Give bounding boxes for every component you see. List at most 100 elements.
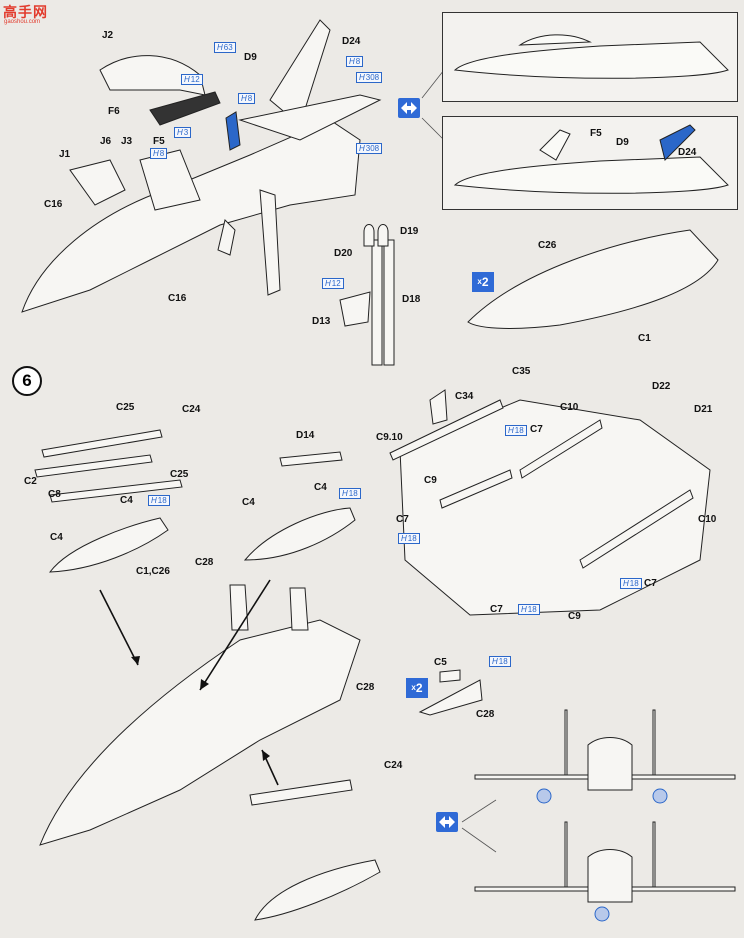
hbox-18-f: H18 bbox=[620, 578, 642, 589]
panel-label-D9: D9 bbox=[616, 137, 629, 148]
label-D24: D24 bbox=[342, 36, 361, 47]
label-C16-a: C16 bbox=[44, 199, 63, 210]
flip-view-icon-bottom bbox=[436, 812, 458, 832]
cockpit-panel-f6 bbox=[149, 91, 221, 126]
label-C34: C34 bbox=[455, 391, 474, 402]
hbox-value: 12 bbox=[190, 75, 200, 84]
label-F5: F5 bbox=[153, 136, 165, 147]
ladder-step-d13 bbox=[339, 291, 371, 327]
panel-label-D24: D24 bbox=[678, 147, 697, 158]
label-D19: D19 bbox=[400, 226, 419, 237]
hbox-18-b: H18 bbox=[339, 488, 361, 499]
fuselage-nose bbox=[21, 119, 361, 313]
ladder-rail-left bbox=[371, 239, 383, 366]
label-D14: D14 bbox=[296, 430, 315, 441]
arrowhead-tank bbox=[131, 656, 140, 665]
quantity-x: x bbox=[477, 277, 482, 286]
hbox-value: 308 bbox=[365, 144, 380, 153]
drop-tank-bottom bbox=[254, 859, 381, 921]
quantity-x: x bbox=[411, 683, 416, 692]
arrow-d14-line bbox=[199, 579, 271, 691]
fuselage-lower-left bbox=[39, 619, 361, 846]
label-C4-b: C4 bbox=[50, 532, 63, 543]
hbox-value: 308 bbox=[365, 73, 380, 82]
wing-root bbox=[238, 94, 382, 141]
panel-label-F5: F5 bbox=[590, 128, 602, 139]
arrowhead-c24 bbox=[262, 750, 270, 761]
missile-c8 bbox=[49, 479, 183, 503]
hbox-value: 3 bbox=[183, 128, 189, 137]
watermark-url: gaoshou.com bbox=[4, 19, 41, 25]
quantity-count: 2 bbox=[415, 681, 423, 695]
label-C25-b: C25 bbox=[170, 469, 189, 480]
quantity-badge-bottom: x2 bbox=[406, 678, 428, 698]
canopy-j2 bbox=[99, 55, 206, 96]
hbox-8-a: H8 bbox=[238, 93, 256, 104]
label-C2: C2 bbox=[24, 476, 37, 487]
hbox-prefix: H bbox=[153, 149, 159, 158]
hbox-3: H3 bbox=[174, 127, 192, 138]
fin-lower-right bbox=[652, 821, 656, 888]
hbox-value: 63 bbox=[223, 43, 233, 52]
label-C10-a: C10 bbox=[560, 402, 579, 413]
missile-c9-10 bbox=[389, 399, 504, 461]
hbox-18-c: H18 bbox=[505, 425, 527, 436]
label-C9-a: C9 bbox=[424, 475, 437, 486]
label-D22: D22 bbox=[652, 381, 671, 392]
hbox-8-b: H8 bbox=[150, 148, 168, 159]
front-view-fuselage-upper bbox=[587, 737, 633, 791]
hbox-18-d: H18 bbox=[398, 533, 420, 544]
label-C24-b: C24 bbox=[384, 760, 403, 771]
label-C7-d: C7 bbox=[490, 604, 503, 615]
label-C24-a: C24 bbox=[182, 404, 201, 415]
hbox-value: 18 bbox=[629, 579, 639, 588]
hbox-value: 18 bbox=[348, 489, 358, 498]
label-C7-a: C7 bbox=[530, 424, 543, 435]
hbox-value: 18 bbox=[498, 657, 508, 666]
watermark-logo: 高手网 bbox=[3, 4, 48, 20]
label-C4-a: C4 bbox=[120, 495, 133, 506]
label-C1: C1 bbox=[638, 333, 651, 344]
underside-view bbox=[399, 399, 711, 616]
inset-panel-upper bbox=[442, 12, 738, 102]
vertical-tail-left bbox=[229, 584, 249, 631]
label-D20: D20 bbox=[334, 248, 353, 259]
hook-d20 bbox=[363, 224, 375, 247]
arrowhead-d14 bbox=[200, 679, 209, 690]
label-C28-a: C28 bbox=[195, 557, 214, 568]
missile-c10b bbox=[579, 489, 694, 569]
part-c5 bbox=[439, 669, 461, 683]
front-view-fuselage-lower bbox=[587, 849, 633, 903]
hbox-8-c: H8 bbox=[346, 56, 364, 67]
hbox-prefix: H bbox=[325, 279, 331, 288]
hbox-12-b: H12 bbox=[322, 278, 344, 289]
hbox-prefix: H bbox=[521, 605, 527, 614]
label-C4-d: C4 bbox=[314, 482, 327, 493]
flip-view-icon-top bbox=[398, 98, 420, 118]
label-C9-10: C9.10 bbox=[376, 432, 403, 443]
missile-c2 bbox=[34, 454, 153, 478]
label-D9: D9 bbox=[244, 52, 257, 63]
callout-panel-top bbox=[421, 69, 445, 99]
label-C5: C5 bbox=[434, 657, 447, 668]
hbox-value: 8 bbox=[355, 57, 361, 66]
label-C4-c: C4 bbox=[242, 497, 255, 508]
hbox-prefix: H bbox=[359, 144, 365, 153]
label-C25-a: C25 bbox=[116, 402, 135, 413]
label-C1-C26: C1,C26 bbox=[136, 566, 170, 577]
label-C9-b: C9 bbox=[568, 611, 581, 622]
label-C35: C35 bbox=[512, 366, 531, 377]
hook-d19 bbox=[377, 224, 389, 247]
callout-panel-bottom bbox=[421, 117, 445, 141]
arrow-tank-line bbox=[99, 589, 139, 666]
hbox-prefix: H bbox=[508, 426, 514, 435]
callout-front-lower bbox=[461, 827, 497, 853]
fin-c34 bbox=[429, 389, 448, 425]
label-J2: J2 bbox=[102, 30, 114, 41]
hbox-value: 18 bbox=[527, 605, 537, 614]
fuel-tank-c26-c1 bbox=[467, 229, 719, 329]
vertical-tail-right bbox=[289, 587, 309, 631]
pylon-d14 bbox=[279, 451, 343, 467]
hbox-prefix: H bbox=[177, 128, 183, 137]
label-C28-b: C28 bbox=[356, 682, 375, 693]
